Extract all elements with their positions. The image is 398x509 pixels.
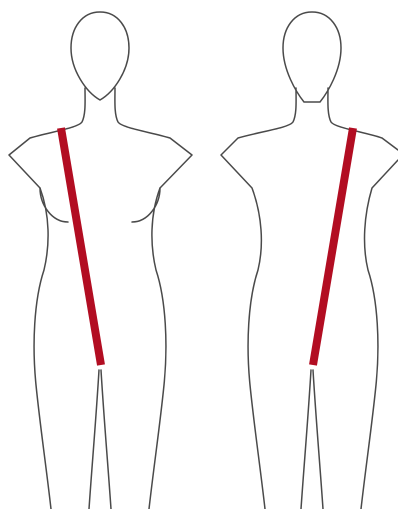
back-inner-leg-left bbox=[301, 370, 311, 509]
front-view-figure bbox=[9, 12, 192, 509]
front-head-outline bbox=[71, 12, 129, 100]
front-body-right-outline bbox=[115, 88, 192, 509]
front-bust-right bbox=[132, 188, 160, 222]
back-measurement-strap bbox=[313, 128, 353, 365]
front-inner-leg-right bbox=[101, 370, 111, 509]
back-inner-leg-right bbox=[313, 370, 323, 509]
back-head-outline bbox=[283, 12, 341, 102]
back-view-figure bbox=[221, 12, 398, 509]
front-bust-left bbox=[40, 188, 68, 222]
back-body-right-outline bbox=[328, 88, 398, 509]
front-inner-leg-left bbox=[89, 370, 99, 509]
back-body-left-outline bbox=[221, 88, 296, 509]
front-body-left-outline bbox=[9, 88, 85, 509]
front-measurement-strap bbox=[61, 128, 101, 365]
